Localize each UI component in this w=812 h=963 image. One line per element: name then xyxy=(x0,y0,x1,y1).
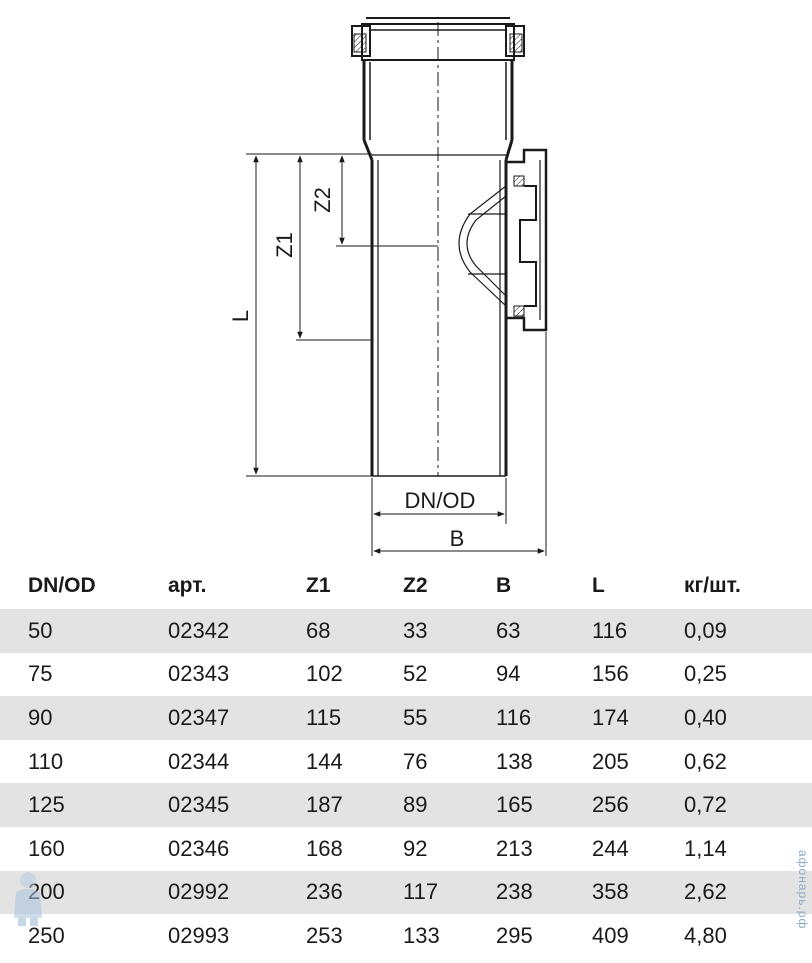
cell-z2: 133 xyxy=(403,922,440,948)
cell-b: 213 xyxy=(496,835,533,861)
dim-label-z1: Z1 xyxy=(272,232,297,258)
cell-article: 02347 xyxy=(168,696,306,740)
col-header-article: арт. xyxy=(168,574,207,597)
pipe-tee-technical-drawing: Z2 Z1 L DN/OD B xyxy=(228,17,548,556)
col-header-l: L xyxy=(592,574,605,597)
cell-weight: 1,14 xyxy=(684,835,727,861)
cell-article: 02345 xyxy=(168,783,306,827)
cell-dn-od: 110 xyxy=(28,748,64,774)
table-row: 75 02343 102 52 94 156 0,25 xyxy=(0,653,812,697)
cell-article: 02346 xyxy=(168,835,230,861)
table-row: 50 02342 68 33 63 116 0,09 xyxy=(0,609,812,653)
dim-label-l: L xyxy=(228,310,253,322)
cell-article: 02992 xyxy=(168,870,306,915)
cell-l: 244 xyxy=(592,835,629,861)
col-header-z2: Z2 xyxy=(403,574,428,597)
cell-weight: 0,72 xyxy=(684,783,812,827)
cell-z1: 236 xyxy=(306,870,403,915)
cell-z1: 144 xyxy=(306,748,343,774)
cell-weight: 4,80 xyxy=(684,922,727,948)
table-row: 90 02347 115 55 116 174 0,40 xyxy=(0,696,812,740)
cell-l: 174 xyxy=(592,696,684,740)
cell-l: 358 xyxy=(592,870,684,915)
cell-z1: 187 xyxy=(306,783,403,827)
cell-b: 63 xyxy=(496,609,592,653)
cell-weight: 0,25 xyxy=(684,661,727,687)
cell-z1: 115 xyxy=(306,696,403,740)
dim-label-z2: Z2 xyxy=(310,187,335,213)
cell-z1: 168 xyxy=(306,835,343,861)
dimensions-table: DN/OD арт. Z1 Z2 B L кг/шт. 50 02342 68 … xyxy=(0,563,812,958)
cell-dn-od: 160 xyxy=(28,835,65,861)
col-header-b: B xyxy=(496,574,512,597)
cell-b: 238 xyxy=(496,870,592,915)
table-header-row: DN/OD арт. Z1 Z2 B L кг/шт. xyxy=(0,563,812,609)
cell-z2: 117 xyxy=(403,870,496,915)
dim-label-b: B xyxy=(450,526,465,551)
cell-weight: 0,62 xyxy=(684,748,727,774)
cell-dn-od: 90 xyxy=(0,696,168,740)
cell-dn-od: 250 xyxy=(28,922,65,948)
cell-b: 94 xyxy=(496,661,521,687)
cell-article: 02344 xyxy=(168,748,230,774)
plumber-mascot-icon xyxy=(14,872,42,926)
table-row: 250 02993 253 133 295 409 4,80 xyxy=(0,914,812,958)
cell-dn-od: 50 xyxy=(0,609,168,653)
cell-z2: 55 xyxy=(403,696,496,740)
pipe-body xyxy=(351,17,548,477)
cell-l: 409 xyxy=(592,922,629,948)
cell-z2: 33 xyxy=(403,609,496,653)
cell-dn-od: 125 xyxy=(0,783,168,827)
cell-z2: 92 xyxy=(403,835,428,861)
table-row: 160 02346 168 92 213 244 1,14 xyxy=(0,827,812,871)
cell-b: 165 xyxy=(496,783,592,827)
cell-article: 02993 xyxy=(168,922,230,948)
cell-weight: 0,09 xyxy=(684,609,812,653)
cell-b: 116 xyxy=(496,696,592,740)
cell-z2: 52 xyxy=(403,661,428,687)
col-header-weight: кг/шт. xyxy=(684,574,741,597)
cell-b: 295 xyxy=(496,922,533,948)
dimension-lines xyxy=(246,153,547,556)
col-header-z1: Z1 xyxy=(306,574,331,597)
cell-l: 156 xyxy=(592,661,629,687)
table-row: 200 02992 236 117 238 358 2,62 xyxy=(0,870,812,915)
cell-l: 256 xyxy=(592,783,684,827)
cell-article: 02342 xyxy=(168,609,306,653)
cell-weight: 2,62 xyxy=(684,870,812,915)
cell-article: 02343 xyxy=(168,661,230,687)
cell-z1: 253 xyxy=(306,922,343,948)
cell-b: 138 xyxy=(496,748,533,774)
col-header-dn-od: DN/OD xyxy=(28,574,96,597)
dim-label-dn-od: DN/OD xyxy=(405,488,476,513)
table-row: 110 02344 144 76 138 205 0,62 xyxy=(0,740,812,784)
cell-l: 116 xyxy=(592,609,684,653)
cell-dn-od: 75 xyxy=(28,661,53,687)
cell-z2: 89 xyxy=(403,783,496,827)
watermark-text: афонарь.рф xyxy=(796,850,810,930)
cell-z1: 68 xyxy=(306,609,403,653)
cell-z2: 76 xyxy=(403,748,428,774)
cell-l: 205 xyxy=(592,748,629,774)
table-row: 125 02345 187 89 165 256 0,72 xyxy=(0,783,812,827)
cell-z1: 102 xyxy=(306,661,343,687)
cell-weight: 0,40 xyxy=(684,696,812,740)
